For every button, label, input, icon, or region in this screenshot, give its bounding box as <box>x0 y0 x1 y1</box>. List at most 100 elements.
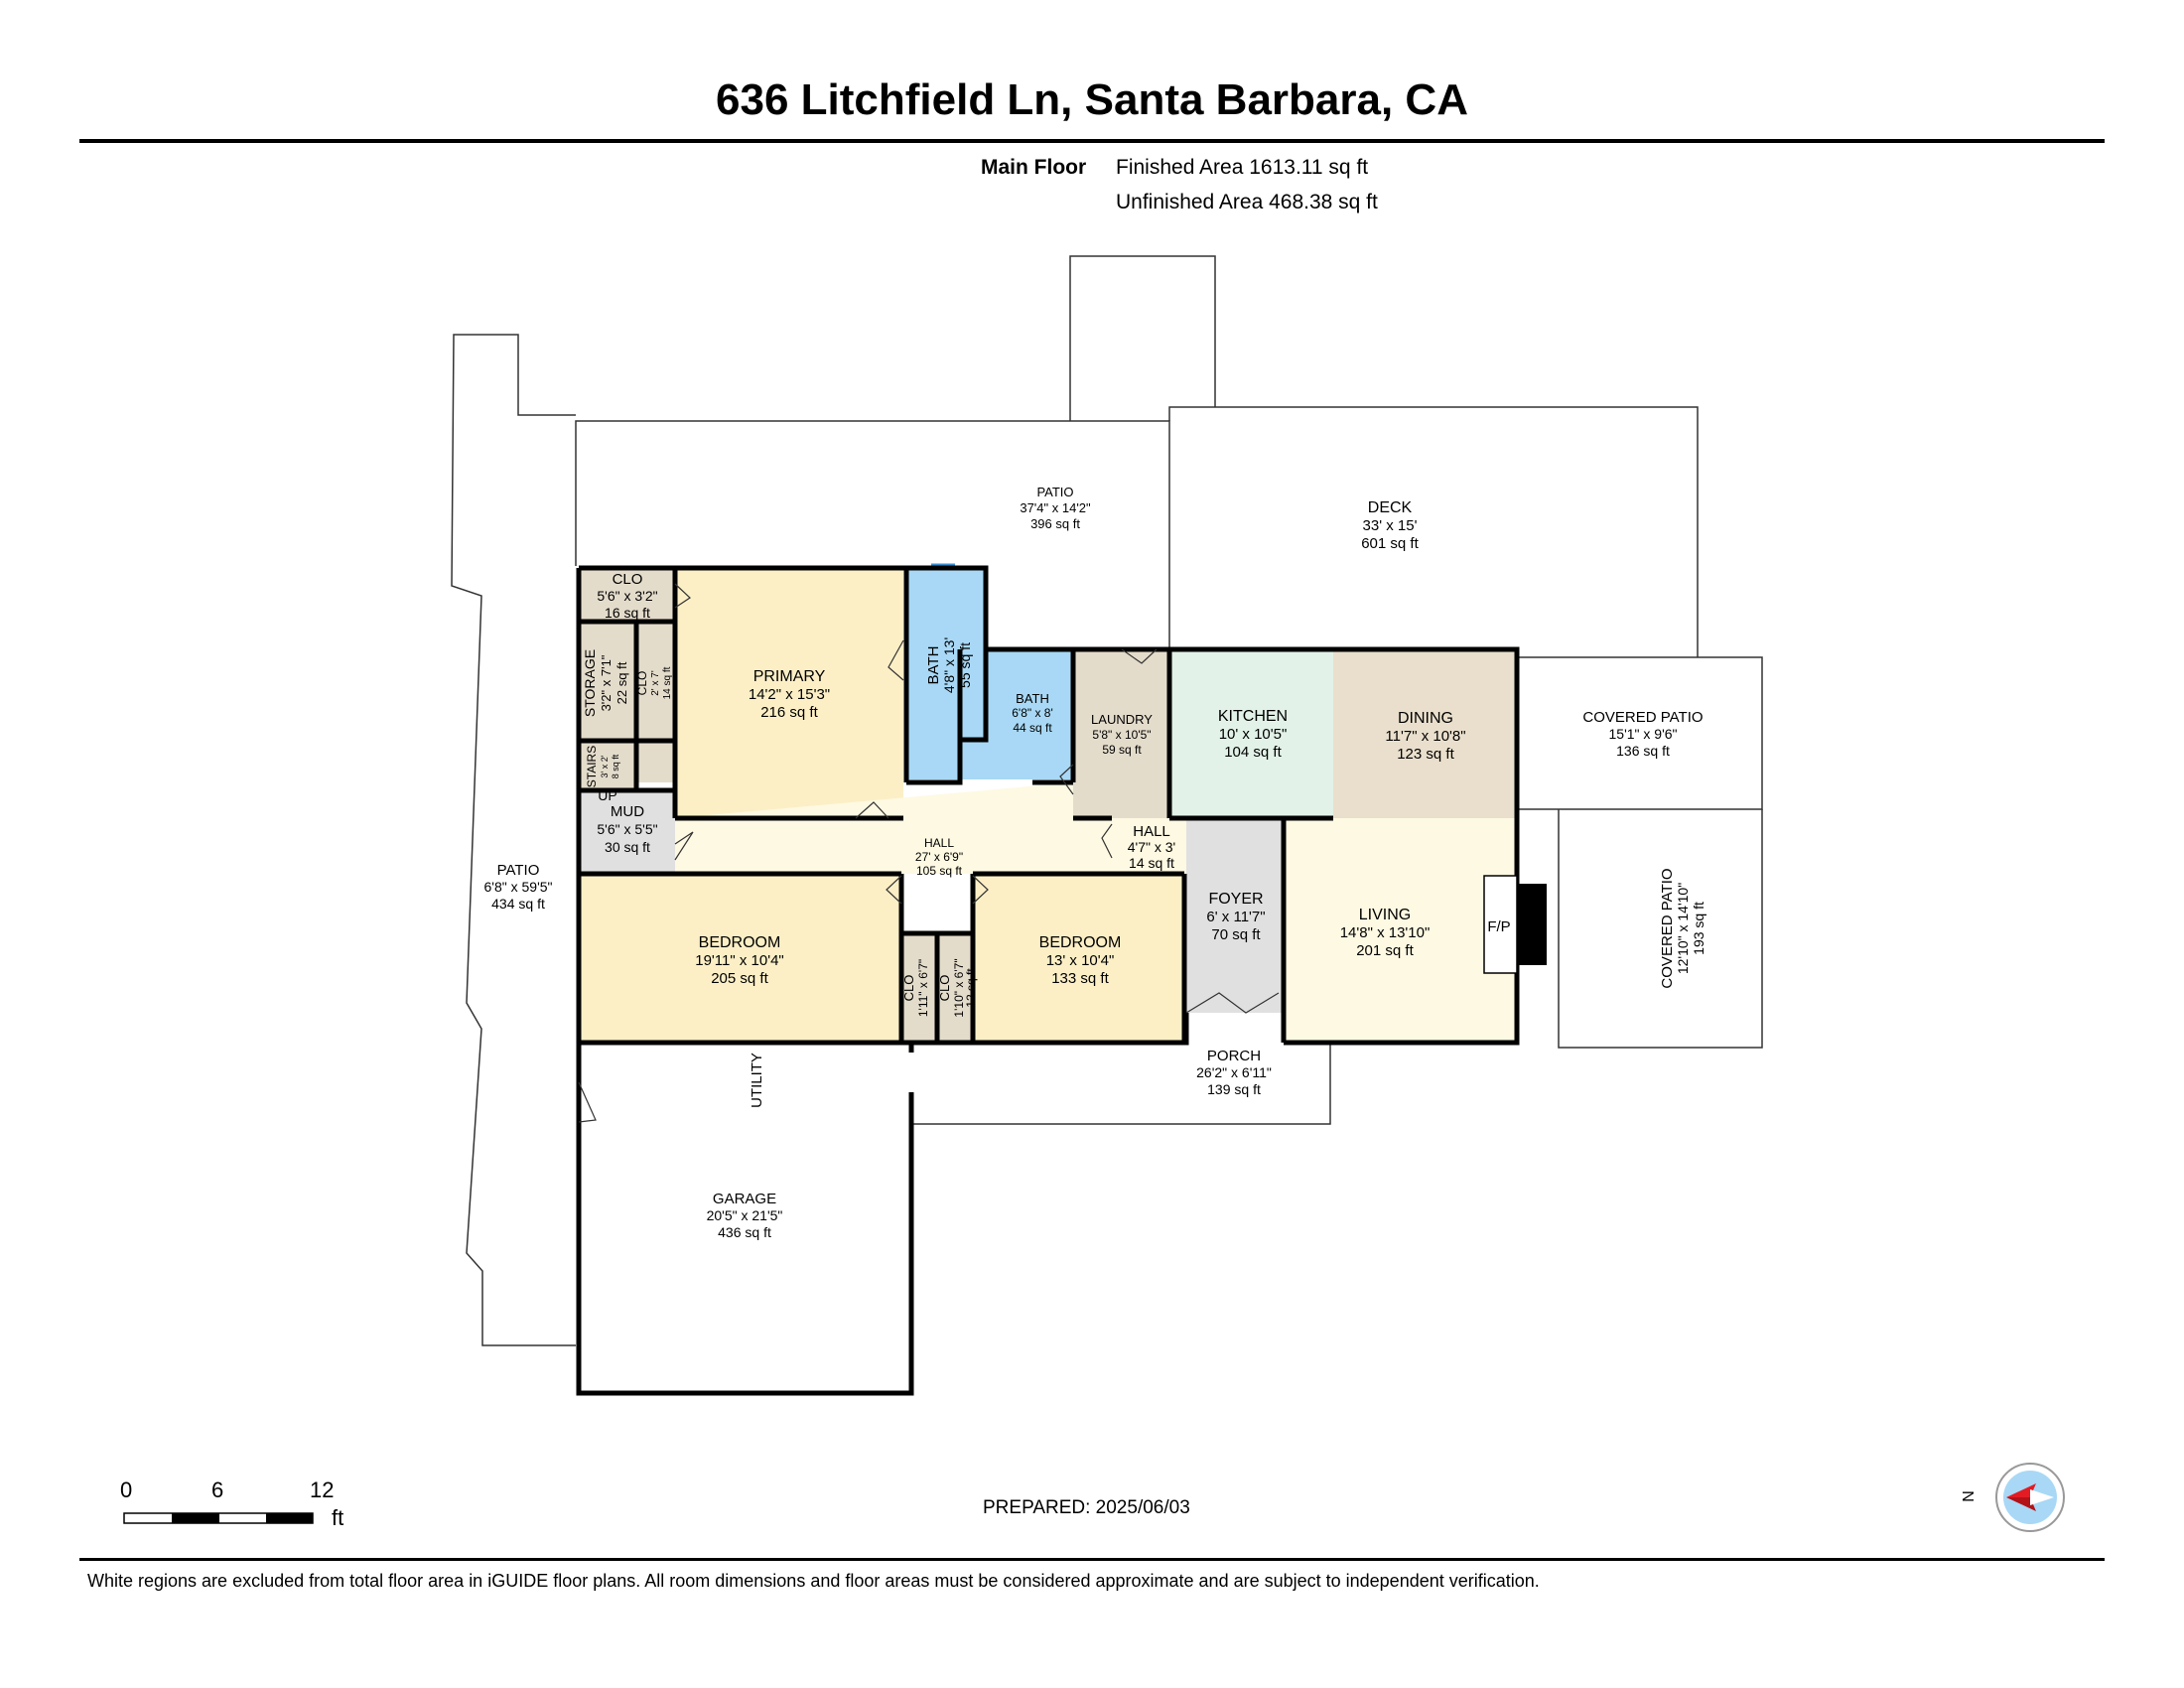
dims-dining: 11'7" x 10'8" <box>1385 728 1465 745</box>
scale-unit: ft <box>332 1505 344 1530</box>
area-kitchen: 104 sq ft <box>1224 744 1282 761</box>
dims-clo-a: 1'11" x 6'7" <box>916 959 930 1017</box>
room-hall-2 <box>1112 818 1186 874</box>
area-clo-b: 12 sq ft <box>964 968 978 1008</box>
area-patio-top: 396 sq ft <box>1030 516 1080 531</box>
label-covered-patio-2: COVERED PATIO <box>1659 868 1676 988</box>
area-dining: 123 sq ft <box>1397 746 1454 763</box>
area-clo-top: 16 sq ft <box>605 605 650 621</box>
dims-covered-patio-1: 15'1" x 9'6" <box>1609 726 1678 742</box>
room-clo-a <box>901 933 937 1043</box>
room-dining <box>1333 649 1517 818</box>
dims-bath-1: 4'8" x 13' <box>941 637 957 693</box>
area-laundry: 59 sq ft <box>1102 743 1142 757</box>
area-bedroom-1: 205 sq ft <box>711 970 768 987</box>
scale-bar <box>123 1512 314 1524</box>
area-stairs: 8 sq ft <box>611 754 620 778</box>
floor-name: Main Floor <box>981 156 1087 179</box>
label-covered-patio-1: COVERED PATIO <box>1582 709 1703 726</box>
area-covered-patio-1: 136 sq ft <box>1616 743 1670 759</box>
area-primary: 216 sq ft <box>760 704 818 721</box>
area-mud: 30 sq ft <box>605 839 650 855</box>
scale-tick-6: 6 <box>211 1477 224 1502</box>
area-living: 201 sq ft <box>1356 942 1414 959</box>
label-patio-top: PATIO <box>1036 485 1073 499</box>
label-storage: STORAGE <box>582 649 598 717</box>
room-kitchen <box>1169 649 1333 818</box>
finished-area: Finished Area 1613.11 sq ft <box>1116 156 1369 179</box>
label-hall: HALL <box>924 836 954 850</box>
label-stairs: STAIRS <box>585 746 599 787</box>
dims-bedroom-1: 19'11" x 10'4" <box>695 952 784 969</box>
dims-patio-top: 37'4" x 14'2" <box>1020 500 1091 515</box>
fireplace-hearth <box>1483 875 1518 974</box>
room-clo-small <box>636 622 675 741</box>
room-clo-top <box>579 570 675 622</box>
room-small-closet <box>636 741 675 782</box>
room-labels: PATIO 37'4" x 14'2" 396 sq ft DECK 33' x… <box>484 485 1707 1240</box>
prepared-date: PREPARED: 2025/06/03 <box>983 1497 1190 1518</box>
label-utility: UTILITY <box>749 1053 765 1108</box>
scale-tick-0: 0 <box>120 1477 133 1502</box>
label-dining: DINING <box>1398 710 1453 727</box>
exterior-outlines <box>451 255 1763 1346</box>
label-porch: PORCH <box>1207 1048 1261 1064</box>
area-bedroom-2: 133 sq ft <box>1051 970 1109 987</box>
room-mud <box>579 790 675 874</box>
dims-stairs: 3' x 2' <box>600 755 610 777</box>
dims-garage: 20'5" x 21'5" <box>707 1207 783 1223</box>
dims-hall-2: 4'7" x 3' <box>1128 839 1175 855</box>
area-covered-patio-2: 193 sq ft <box>1691 902 1706 955</box>
label-garage: GARAGE <box>713 1191 776 1207</box>
walls <box>576 565 1520 1396</box>
label-living: LIVING <box>1359 907 1411 923</box>
label-stairs-up: UP <box>598 787 616 803</box>
page-title: 636 Litchfield Ln, Santa Barbara, CA <box>716 75 1468 124</box>
area-storage: 22 sq ft <box>614 661 629 704</box>
label-primary: PRIMARY <box>753 668 826 685</box>
dims-mud: 5'6" x 5'5" <box>597 821 657 837</box>
dims-clo-top: 5'6" x 3'2" <box>597 588 657 604</box>
area-patio-left: 434 sq ft <box>491 896 545 912</box>
scale-tick-12: 12 <box>310 1477 335 1502</box>
area-foyer: 70 sq ft <box>1211 926 1261 943</box>
label-clo-top: CLO <box>613 571 643 588</box>
area-hall-2: 14 sq ft <box>1129 855 1174 871</box>
dims-deck: 33' x 15' <box>1363 517 1418 534</box>
fireplace <box>1517 884 1547 965</box>
dims-bath-2: 6'8" x 8' <box>1012 706 1053 720</box>
dims-hall: 27' x 6'9" <box>915 850 963 864</box>
label-bath-1: BATH <box>925 646 942 685</box>
label-clo-a: CLO <box>901 975 916 1002</box>
dims-covered-patio-2: 12'10" x 14'10" <box>1675 883 1691 974</box>
dims-clo-b: 1'10" x 6'7" <box>952 958 966 1017</box>
label-deck: DECK <box>1368 499 1413 516</box>
area-porch: 139 sq ft <box>1207 1081 1261 1097</box>
room-living <box>1284 818 1517 1043</box>
disclaimer: White regions are excluded from total fl… <box>87 1571 1540 1591</box>
room-bedroom-2 <box>973 874 1184 1043</box>
label-hall-2: HALL <box>1133 823 1170 840</box>
dims-porch: 26'2" x 6'11" <box>1196 1064 1272 1080</box>
label-fireplace: F/P <box>1487 918 1510 935</box>
label-foyer: FOYER <box>1208 891 1263 908</box>
room-storage <box>579 622 636 741</box>
compass-icon <box>1995 1463 2065 1532</box>
dims-living: 14'8" x 13'10" <box>1340 924 1431 941</box>
area-bath-2: 44 sq ft <box>1013 721 1052 735</box>
area-deck: 601 sq ft <box>1361 535 1419 552</box>
dims-clo-small: 2' x 7' <box>650 670 661 696</box>
area-garage: 436 sq ft <box>718 1224 771 1240</box>
room-clo-b <box>937 933 973 1043</box>
door-swings <box>578 583 1280 1123</box>
room-primary <box>675 568 903 818</box>
label-bath-2: BATH <box>1016 691 1049 706</box>
label-bedroom-1: BEDROOM <box>699 934 781 951</box>
label-patio-left: PATIO <box>497 862 540 879</box>
room-fills <box>579 568 1517 1043</box>
dims-bedroom-2: 13' x 10'4" <box>1046 952 1115 969</box>
room-stairs <box>579 741 636 790</box>
label-clo-small: CLO <box>635 671 649 696</box>
dims-kitchen: 10' x 10'5" <box>1219 726 1288 743</box>
label-clo-b: CLO <box>937 975 952 1002</box>
